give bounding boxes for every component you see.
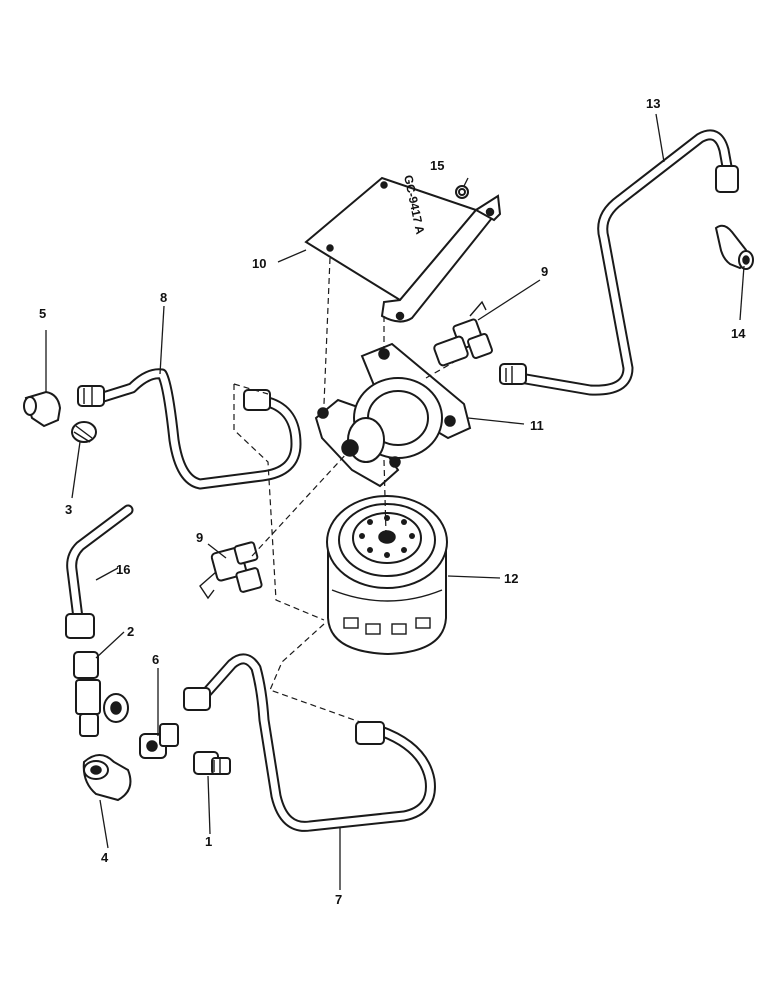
callout-10: 10 bbox=[252, 256, 266, 271]
elbow-fitting-4 bbox=[82, 754, 132, 802]
callout-3: 3 bbox=[65, 502, 72, 517]
plug-3 bbox=[71, 421, 97, 443]
callout-7: 7 bbox=[335, 892, 342, 907]
callout-13: 13 bbox=[646, 96, 660, 111]
callout-9-upper: 9 bbox=[541, 264, 548, 279]
callout-9-lower: 9 bbox=[196, 530, 203, 545]
callout-labels: 1 2 3 4 5 6 7 8 9 9 10 11 12 13 14 15 16 bbox=[39, 96, 746, 907]
alignment-lines bbox=[233, 257, 455, 723]
callout-12: 12 bbox=[504, 571, 518, 586]
pipe-13 bbox=[499, 129, 739, 396]
elbow-fitting-5 bbox=[23, 390, 62, 428]
callout-14: 14 bbox=[731, 326, 746, 341]
tee-fitting-9-upper bbox=[433, 300, 493, 367]
elbow-fitting-14 bbox=[714, 224, 754, 270]
o-ring-15 bbox=[455, 185, 469, 199]
nut-6 bbox=[139, 723, 179, 759]
leader-lines bbox=[45, 113, 745, 890]
oil-filter-12 bbox=[326, 495, 448, 656]
pipe-16 bbox=[65, 504, 134, 639]
callout-1: 1 bbox=[205, 834, 212, 849]
connector-1 bbox=[193, 751, 231, 775]
tee-fitting-9-lower bbox=[199, 541, 263, 600]
callout-11: 11 bbox=[530, 418, 544, 433]
pipe-7 bbox=[183, 653, 436, 832]
tee-fitting-2 bbox=[73, 651, 129, 737]
callout-8: 8 bbox=[160, 290, 167, 305]
callout-5: 5 bbox=[39, 306, 46, 321]
filter-head-11 bbox=[314, 342, 472, 488]
callout-6: 6 bbox=[152, 652, 159, 667]
callout-4: 4 bbox=[101, 850, 109, 865]
callout-16: 16 bbox=[116, 562, 130, 577]
callout-2: 2 bbox=[127, 624, 134, 639]
pipe-8 bbox=[77, 368, 302, 490]
callout-15: 15 bbox=[430, 158, 444, 173]
mounting-bracket-10 bbox=[304, 176, 502, 323]
